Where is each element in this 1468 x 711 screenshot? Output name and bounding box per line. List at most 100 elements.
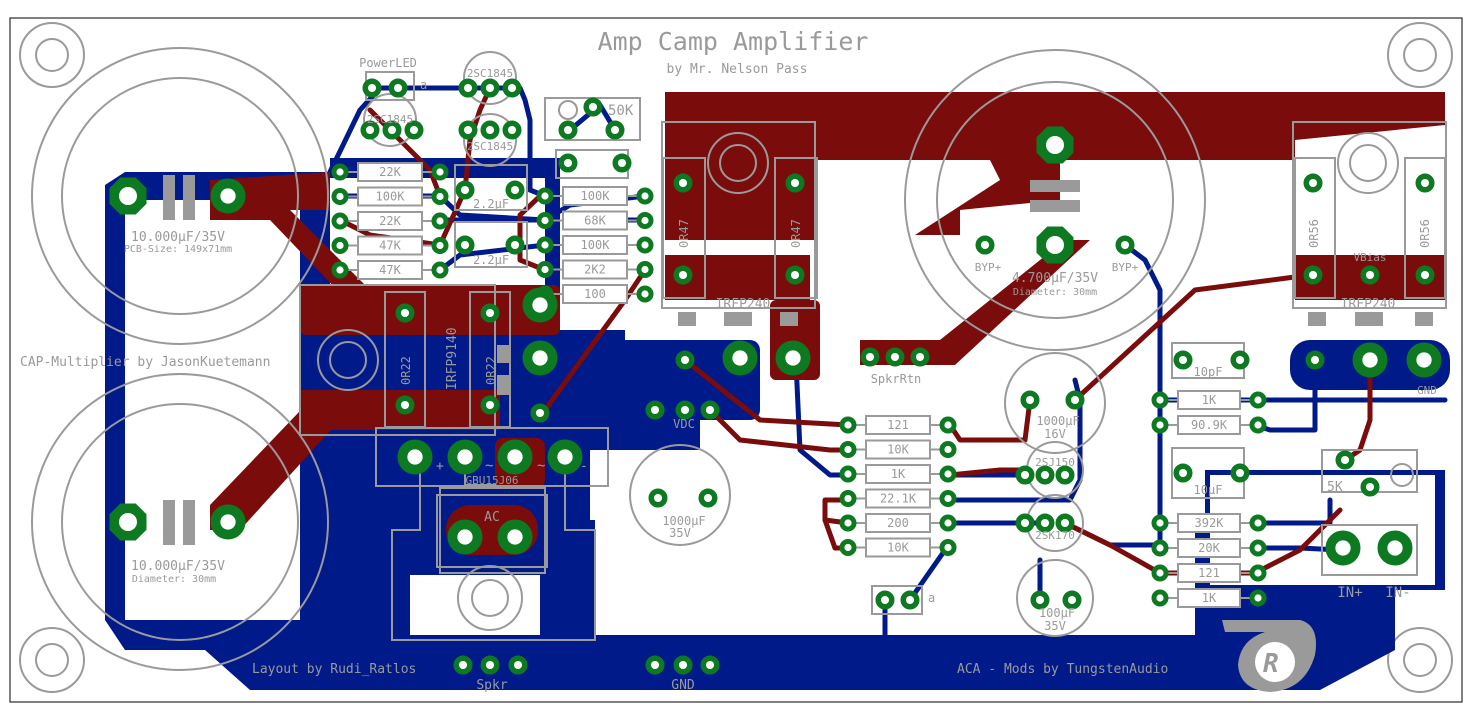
pad-hole (400, 308, 410, 318)
pad-hole (1310, 355, 1320, 365)
pad-hole (1156, 396, 1164, 404)
power-led-label: PowerLED (359, 56, 417, 70)
pad-hole (1416, 352, 1432, 368)
resistor-left-value: 22K (379, 214, 401, 228)
pad-hole (541, 241, 549, 249)
pad-hole (1020, 518, 1030, 528)
pad-hole (336, 192, 344, 201)
mosfet-cap-label: IRFP9140 (445, 327, 460, 390)
resistor-right-lower-value: 392K (1195, 516, 1225, 530)
film-cap-10p: 10pF (1194, 365, 1223, 379)
bridge-minus-label: - (580, 459, 588, 474)
big-cap-bottom-value: 10.000µF/35V (131, 559, 225, 574)
pad-hole (460, 185, 470, 195)
resistor-mid-value: 100K (581, 189, 611, 203)
resistor-center-value: 22.1K (880, 492, 917, 506)
pad-hole (436, 241, 444, 250)
vbias-label: VBias (1353, 251, 1386, 264)
pad-hole (409, 125, 419, 135)
bottom-a-label: a (928, 591, 935, 605)
mosfet-left-label: IRFP240 (716, 297, 771, 312)
pad-hole (1254, 519, 1262, 527)
cap-1000-16-value: 1000µF (1036, 414, 1079, 428)
bridge-ac1-label: ~ (485, 458, 493, 474)
pad-hole (844, 543, 852, 552)
resistor-mid-value: 100K (581, 238, 611, 252)
pad-hole (1387, 540, 1403, 556)
pad-hole (336, 217, 344, 225)
resistor-bodies (340, 162, 1258, 608)
tungsten-audio-logo-icon: R (1222, 620, 1316, 692)
silkscreen (31, 47, 1447, 671)
pad-hole (1040, 470, 1050, 480)
pad-hole (532, 350, 548, 366)
cap-100-35-voltage: 35V (1044, 619, 1066, 633)
gnd-bottom-label: GND (671, 678, 695, 693)
pad-hole (785, 350, 801, 366)
pad-hole (1308, 270, 1318, 280)
pad-hole (790, 270, 800, 280)
shunt-l1-label: 0R47 (677, 219, 691, 248)
pad-hole (507, 529, 523, 545)
pad-hole (513, 660, 523, 670)
pad-hole (1070, 395, 1080, 405)
pad-hole (535, 408, 545, 418)
pad-hole (588, 102, 598, 112)
pad-hole (436, 217, 444, 225)
pad-hole (336, 168, 344, 176)
pad-hole (653, 493, 663, 503)
trimmer-50k-label: 50K (608, 103, 634, 119)
power-led-anode: a (420, 78, 427, 92)
pad-hole (393, 83, 403, 93)
pad-hole (1067, 595, 1077, 605)
ac-label: AC (484, 510, 500, 525)
film-cap-10u: 10µF (1194, 483, 1223, 497)
pad-hole (220, 514, 236, 530)
resistor-right-lower-value: 1K (1202, 591, 1217, 605)
bridge-label: GBU15J06 (466, 474, 519, 487)
pad-hole (650, 660, 660, 670)
pad-hole (641, 216, 649, 225)
pad-hole (865, 352, 875, 362)
gnd-right-label: GND (1417, 384, 1437, 397)
resistor-labels: 22K100K22K47K47K100K68K100K2K210012110K1… (376, 165, 1228, 605)
pad-hole (1020, 470, 1030, 480)
pad-hole (880, 595, 890, 605)
cap-1000-35-voltage: 35V (669, 526, 691, 540)
trimmer-5k-label: 5K (1327, 480, 1343, 495)
pad-hole (1156, 544, 1164, 552)
pad-hole (563, 125, 573, 135)
pad-hole (844, 519, 852, 527)
main-cap-diameter: Diameter: 30mm (1013, 287, 1097, 298)
byp-left-label: BYP+ (975, 261, 1002, 274)
pad-hole (1365, 482, 1375, 492)
pad-hole (510, 240, 520, 250)
pad-hole (610, 125, 620, 135)
pad-hole (915, 352, 925, 362)
resistor-center-value: 121 (887, 418, 909, 432)
resistor-center-value: 1K (891, 467, 906, 481)
pad-hole (485, 660, 495, 670)
pad-hole (905, 595, 915, 605)
cap-multiplier-credit: CAP-Multiplier by JasonKuetemann (20, 355, 270, 370)
in-minus-label: IN- (1385, 585, 1410, 601)
pad-hole (336, 241, 344, 250)
pad-hole (436, 168, 444, 176)
pad-hole (678, 660, 688, 670)
byp-right-label: BYP+ (1112, 261, 1139, 274)
pad-hole (944, 494, 952, 503)
layout-credit: Layout by Rudi_Ratlos (252, 662, 416, 677)
pad-hole (532, 297, 548, 313)
pad-hole (1046, 236, 1064, 254)
pad-hole (1178, 468, 1188, 478)
pad-hole (1254, 594, 1262, 602)
pad-hole (563, 158, 573, 168)
pad-hole (119, 187, 137, 205)
cap-1000-16-voltage: 16V (1044, 427, 1066, 441)
in-plus-label: IN+ (1337, 585, 1362, 601)
pad-hole (680, 405, 690, 415)
resistor-left-value: 22K (379, 165, 401, 179)
pad-hole (1365, 270, 1375, 280)
pad-hole (703, 493, 713, 503)
